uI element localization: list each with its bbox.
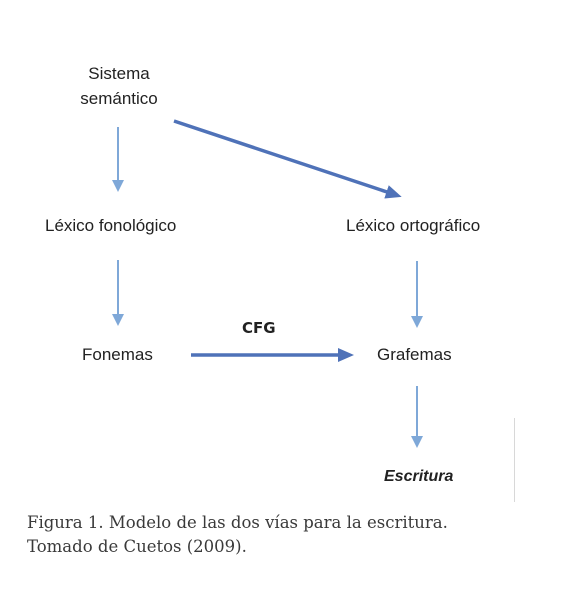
edge-label-cfg: CFG [242,319,276,337]
node-sistema-line1: Sistema [88,64,150,83]
node-lexico-ortografico: Léxico ortográfico [346,216,481,235]
figure-caption: Figura 1. Modelo de las dos vías para la… [27,511,567,559]
node-lexico-fonologico: Léxico fonológico [45,216,177,235]
node-fonemas: Fonemas [82,345,153,364]
arrow-semantico-to-ortografico [173,119,402,199]
caption-line1: Figura 1. Modelo de las dos vías para la… [27,513,448,532]
node-sistema-semantico: Sistema semántico [68,63,170,110]
node-escritura: Escritura [384,468,454,485]
divider-line [514,418,515,502]
diagram-arrows [112,119,423,448]
node-grafemas: Grafemas [377,345,452,364]
node-sistema-line2: semántico [80,89,158,108]
caption-line2: Tomado de Cuetos (2009). [27,537,247,556]
